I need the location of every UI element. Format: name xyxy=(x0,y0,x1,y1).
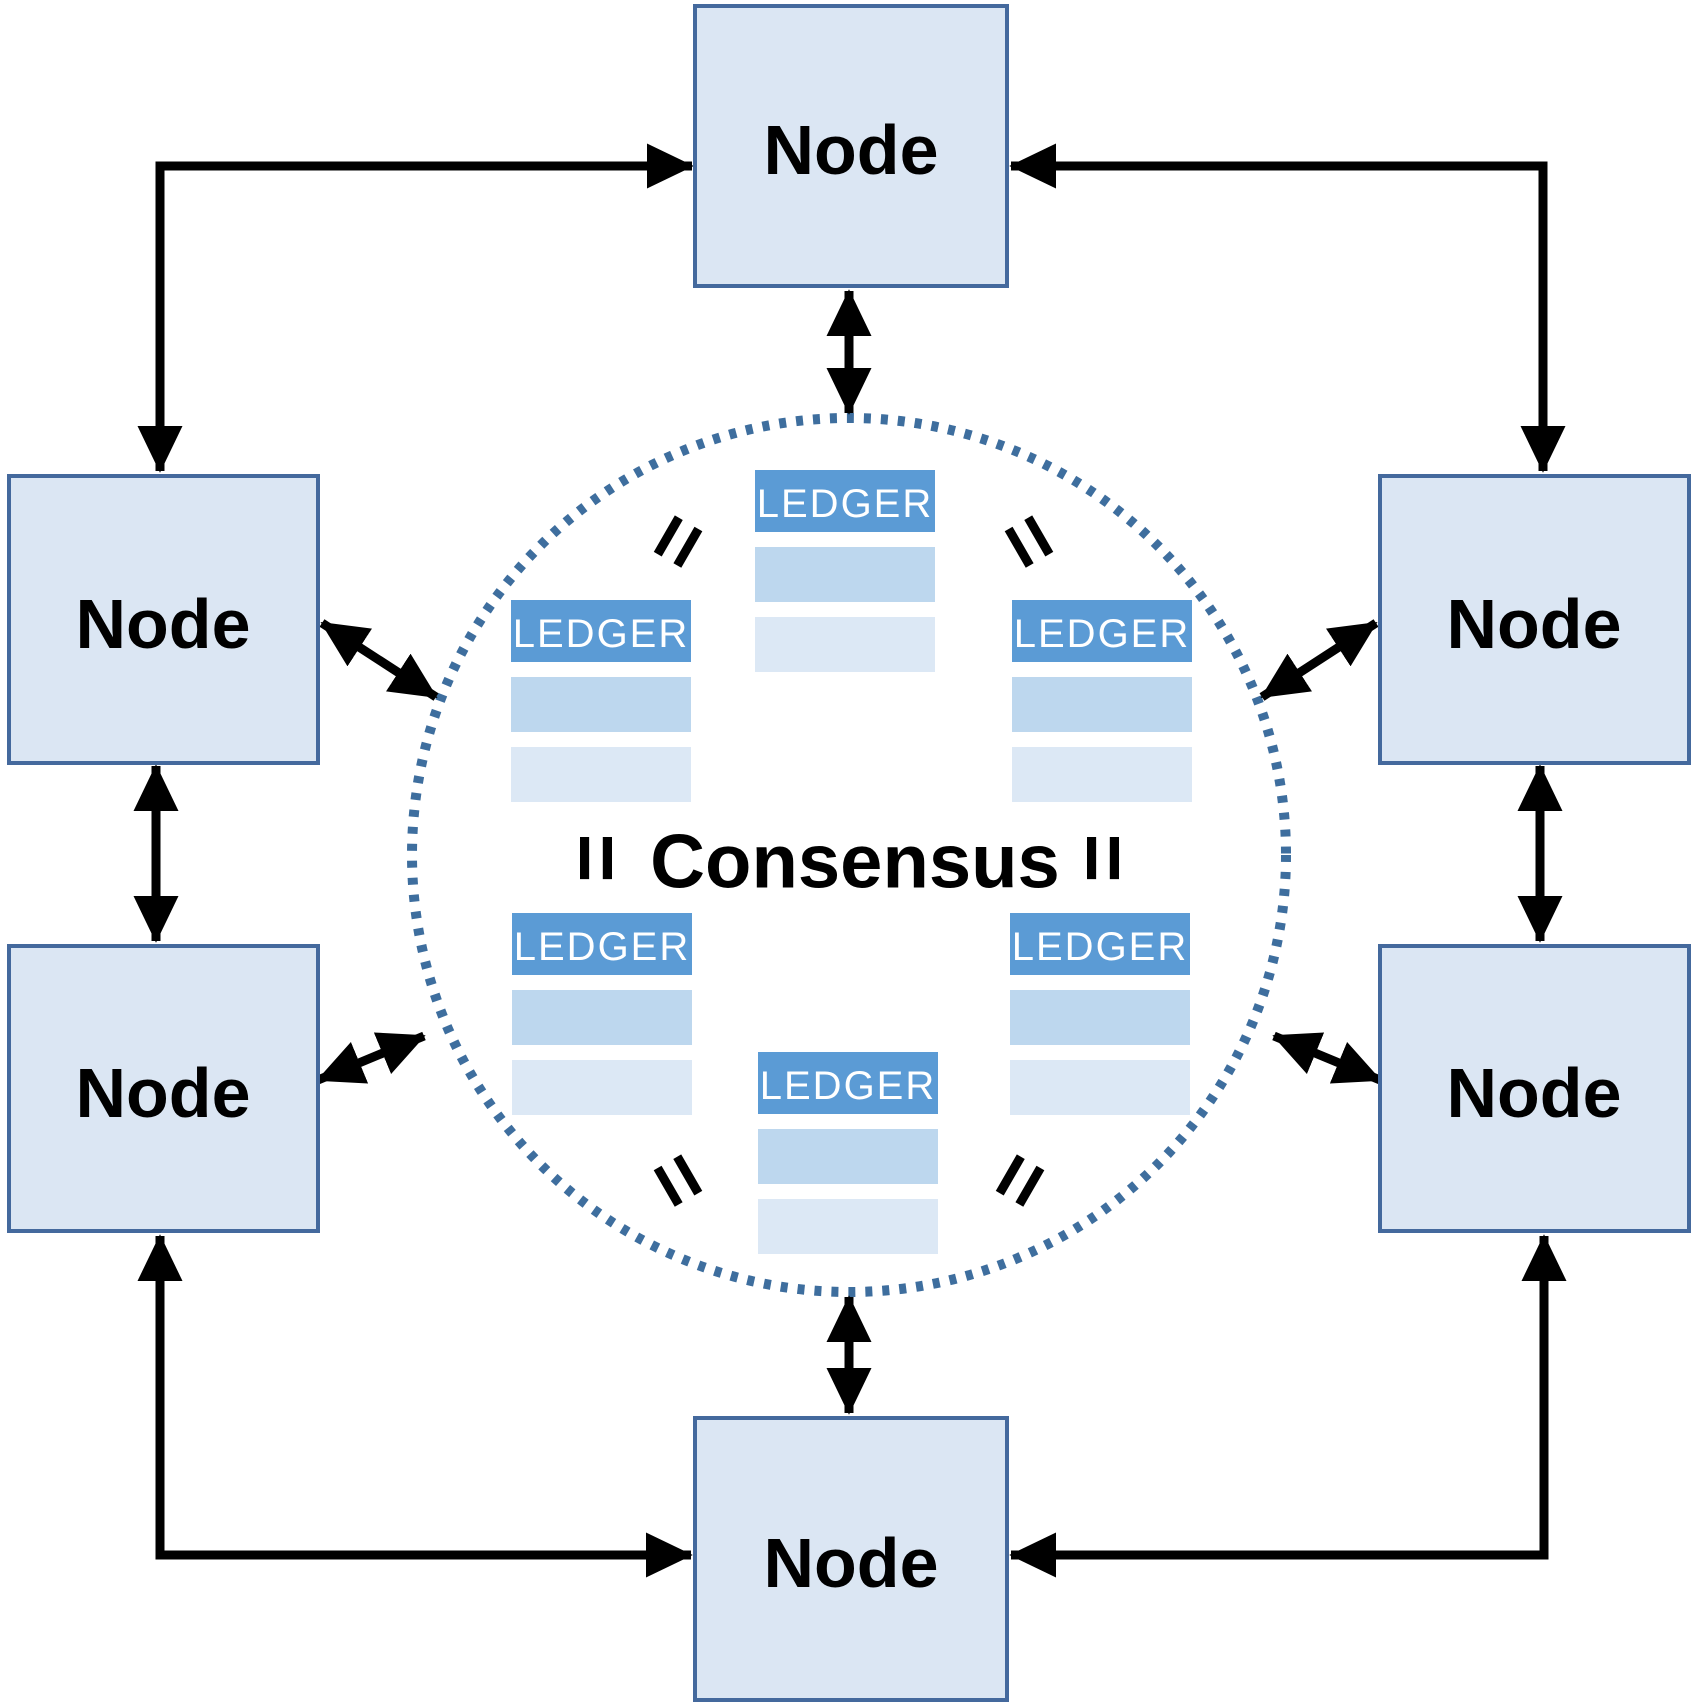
ledger-row xyxy=(1012,677,1192,732)
ledger-label-left-lower: LEDGER xyxy=(514,925,691,969)
ledger-label-top-center: LEDGER xyxy=(757,482,934,526)
ledger-label-right-upper: LEDGER xyxy=(1014,612,1191,656)
ledger-label-left-upper: LEDGER xyxy=(513,612,690,656)
arrow-right-lower-node-to-circle xyxy=(1272,1031,1382,1085)
ledger-header-right-upper xyxy=(1012,600,1192,662)
ledger-header-right-lower xyxy=(1010,913,1190,975)
ledger-header-left-upper xyxy=(511,600,691,662)
node-label-left-lower: Node xyxy=(76,1054,251,1132)
node-box-left-upper xyxy=(7,474,320,765)
ledger-header-left-lower xyxy=(512,913,692,975)
ledger-row xyxy=(1010,990,1190,1045)
ledger-header-top-center xyxy=(755,470,935,532)
ledger-header-bottom-center xyxy=(758,1052,938,1114)
node-label-left-upper: Node xyxy=(76,585,251,663)
ledger-row xyxy=(512,1060,692,1115)
node-label-bottom: Node xyxy=(764,1524,939,1602)
node-box-bottom xyxy=(693,1416,1009,1702)
ledger-row xyxy=(1012,747,1192,802)
node-box-left-lower xyxy=(7,944,320,1233)
ledger-row xyxy=(1010,1060,1190,1115)
equals-icon-top-left: = xyxy=(624,496,730,585)
equals-icon-bottom-left: = xyxy=(626,1135,732,1224)
arrow-left-upper-node-to-circle xyxy=(319,619,439,701)
ledger-row xyxy=(755,617,935,672)
node-labels: Node Node Node Node Node Node xyxy=(76,111,1622,1602)
equals-icon-top-right: = xyxy=(977,496,1083,585)
consensus-circle-group xyxy=(407,413,1291,1297)
node-label-right-upper: Node xyxy=(1447,585,1622,663)
equals-icon-bottom-right: = xyxy=(966,1135,1072,1224)
ledger-row xyxy=(511,747,691,802)
connectors xyxy=(133,143,1567,1578)
arrow-right-upper-node-to-circle xyxy=(1259,619,1379,701)
connector-top-left-elbow xyxy=(137,143,694,473)
ledger-headers xyxy=(511,470,1192,1114)
ledger-labels: LEDGER LEDGER LEDGER LEDGER LEDGER LEDGE… xyxy=(513,482,1191,1108)
ledger-row xyxy=(511,677,691,732)
node-box-right-lower xyxy=(1378,944,1691,1233)
ledger-label-bottom-center: LEDGER xyxy=(760,1064,937,1108)
consensus-title-group: Consensus xyxy=(650,820,1060,905)
node-box-right-upper xyxy=(1378,474,1691,765)
ledger-row xyxy=(758,1129,938,1184)
connector-bottom-left-elbow xyxy=(137,1234,693,1578)
equals-icon-mid-right: = xyxy=(1057,833,1151,882)
ledger-rows-1 xyxy=(511,547,1192,1184)
connector-bottom-right-elbow xyxy=(1009,1234,1567,1578)
node-boxes xyxy=(7,4,1691,1702)
consensus-title: Consensus xyxy=(650,820,1060,905)
node-label-right-lower: Node xyxy=(1447,1054,1622,1132)
node-box-top xyxy=(693,4,1009,288)
consensus-dotted-circle-icon xyxy=(407,413,1291,1297)
connector-top-right-elbow xyxy=(1009,143,1566,473)
ledger-label-right-lower: LEDGER xyxy=(1012,925,1189,969)
equals-icon-mid-left: = xyxy=(550,833,644,882)
ledger-row xyxy=(512,990,692,1045)
arrow-left-lower-node-to-circle xyxy=(316,1031,426,1085)
node-label-top: Node xyxy=(764,111,939,189)
ledger-row xyxy=(755,547,935,602)
ledger-row xyxy=(758,1199,938,1254)
ledger-rows-2 xyxy=(511,617,1192,1254)
